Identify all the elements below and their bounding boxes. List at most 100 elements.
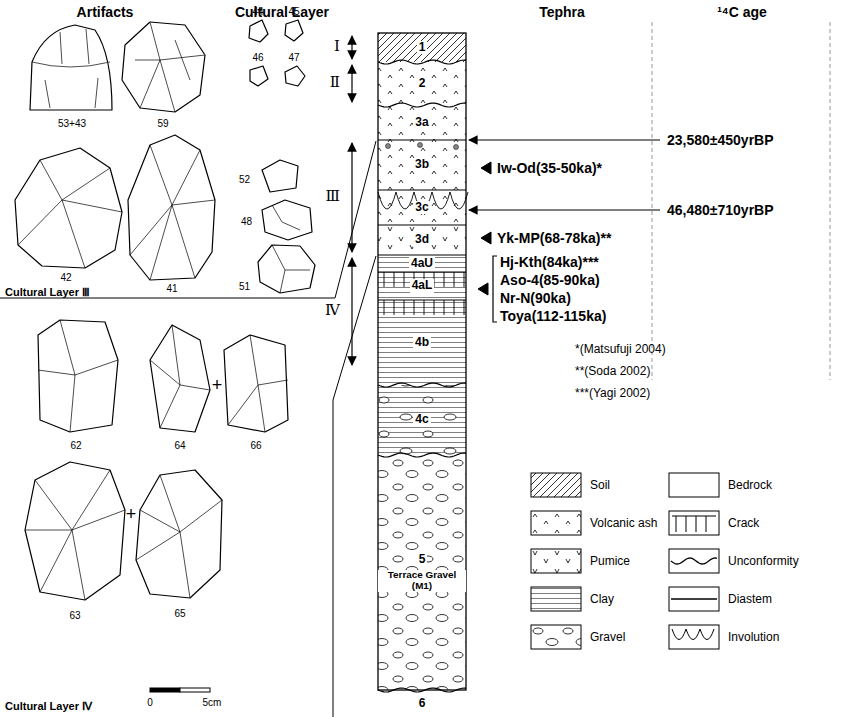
cultural-layer-number: Ⅰ [334,38,340,55]
column-symbols [454,272,455,287]
tephra-pointer [478,283,488,295]
legend-item: Volcanic ash [530,510,657,536]
stone-artifact [18,160,122,268]
scale-bar [150,688,210,692]
strata-layer: 1 [378,33,466,62]
stratigraphic-column [378,255,466,272]
layer-range-arrow [351,36,352,365]
stratigraphic-column [378,225,466,255]
legend-swatch [530,548,582,574]
legend-item: Soil [530,472,610,498]
stone-artifact [272,245,310,293]
column-divider [652,22,653,380]
artifact-number: 59 [157,118,168,130]
layer-number: 4aU [409,257,435,270]
tephra-pointer [493,256,497,322]
scale-bar [150,688,180,692]
column-symbols [378,383,466,387]
swatch-box [531,511,581,535]
stratigraphic-column [418,143,423,148]
stratigraphic-column [378,385,466,455]
column-symbols [378,103,466,107]
artifact-number: 48 [241,216,252,228]
radiocarbon-age: 23,580±450yrBP [667,132,774,148]
legend-swatch [668,624,720,650]
layer-number: 5 [417,553,428,566]
stone-artifact [272,205,300,230]
layer-number: 6 [417,697,428,710]
stratigraphic-column [378,190,466,225]
column-symbols [434,300,435,315]
legend-text: Diastem [728,592,772,606]
column-symbols [444,272,445,287]
artifact-number: 44 [252,6,263,18]
strata-layer: 3b [378,140,466,190]
scale-label: 0 [147,697,153,709]
stratigraphic-column [378,455,466,690]
tephra-pointer [481,232,491,244]
artifact-number: 51 [239,281,250,293]
stone-artifact [136,470,222,598]
swatch-symbol [671,599,717,600]
refit-sign: + [126,504,137,525]
stratigraphic-column [378,272,466,300]
column-symbols [384,272,385,287]
column-header: Cultural Layer [235,4,329,20]
strata-layer: 2 [378,62,466,105]
column-symbols [394,272,395,287]
tephra-name: Toya(112-115ka) [500,308,606,324]
layer-number: 3c [413,201,430,214]
column-divider [652,22,830,380]
swatch-box [669,511,719,535]
legend-text: Bedrock [728,478,772,492]
legend-item: Involution [668,624,779,650]
column-divider [830,22,831,380]
stone-artifact [15,20,315,293]
tephra-pointer [481,162,491,174]
layer-number: 4b [413,336,431,349]
artifact-number: 47 [288,52,299,64]
layer-number: 1 [417,41,428,54]
legend-swatch [668,510,720,536]
artifact-number: 62 [70,440,81,452]
layer-name: Terrace Gravel (M1) [378,570,466,592]
legend-swatch [668,472,720,498]
stone-artifact [130,145,215,280]
legend-item: Crack [668,510,759,536]
column-symbols [394,300,395,315]
column-symbols [378,60,466,64]
legend-item: Diastem [668,586,772,612]
column-header: Tephra [539,4,585,20]
artifact-number: 42 [60,272,71,284]
stone-artifact [228,335,288,432]
swatch-box [531,625,581,649]
artifact-number: 46 [252,52,263,64]
legend-text: Unconformity [728,554,799,568]
legend-swatch [530,472,582,498]
column-symbols [378,60,468,692]
swatch-symbol [672,516,716,532]
refit-sign: + [212,375,223,396]
stratigraphic-column [378,33,466,690]
age-arrow [469,209,660,210]
strata-layer: 3a [378,105,466,140]
column-header: Artifacts [77,4,134,20]
swatch-box [669,625,719,649]
swatch-symbol [671,558,717,564]
tephra-name: Aso-4(85-90ka) [500,272,600,288]
stone-artifact [249,20,268,42]
stratigraphic-column [378,140,466,300]
column-symbols [404,272,405,287]
stratigraphic-column [378,62,466,105]
column-symbols [464,300,465,315]
layer-range-arrow [351,65,352,102]
stratigraphic-column [378,300,466,385]
legend-swatch [530,586,582,612]
age-arrow [469,140,660,210]
stone-artifact [258,245,315,293]
artifact-number: 64 [174,440,185,452]
legend-swatch [530,624,582,650]
column-symbols [378,453,466,457]
legend-item: Unconformity [668,548,799,574]
scale-label: 5cm [203,697,222,709]
